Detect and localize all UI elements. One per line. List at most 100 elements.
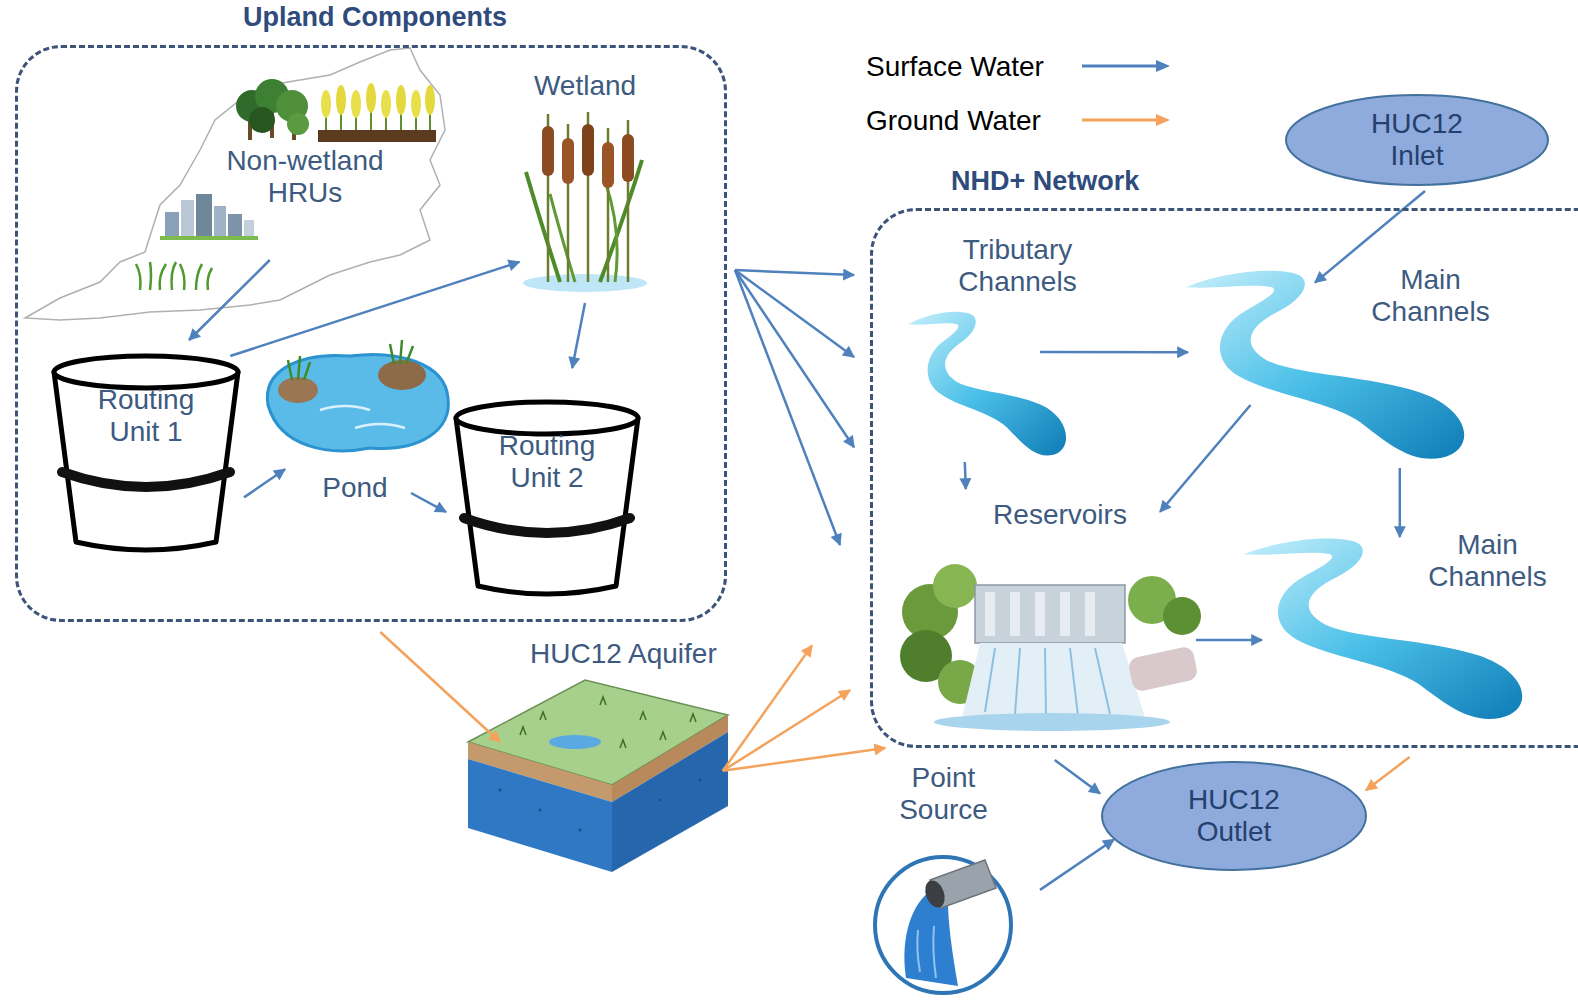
grass-icon xyxy=(172,262,177,290)
aquifer-icon xyxy=(539,809,542,812)
dam-icon xyxy=(900,564,1201,731)
legend-sample-lines xyxy=(1082,119,1158,122)
city-icon xyxy=(160,194,258,240)
crop-icon xyxy=(336,85,346,115)
surface-water-arrow xyxy=(735,270,840,545)
crop-icon xyxy=(366,83,376,113)
point-source-icon xyxy=(922,878,948,910)
pond-icon xyxy=(320,406,370,410)
legend-sample-lines xyxy=(1156,114,1170,126)
wetland-icon xyxy=(562,138,574,184)
crop-icon xyxy=(318,83,436,142)
ellipse-outline xyxy=(1284,93,1550,187)
wetland-icon xyxy=(526,172,560,282)
channel-label: Tributary Channels xyxy=(900,232,1080,460)
dam-icon xyxy=(1060,592,1070,636)
crop-icon xyxy=(318,130,436,142)
routing-bucket: Routing Unit 2 xyxy=(450,398,644,598)
bucket-handle xyxy=(464,518,630,533)
routing-bucket: Routing Unit 1 xyxy=(48,352,244,554)
group-box: NHD+ NetworkTributary ChannelsMain Chann… xyxy=(870,208,1578,748)
node-label: Routing Unit 1 xyxy=(81,384,211,448)
city-icon xyxy=(214,206,226,238)
surface-water-arrow xyxy=(244,469,285,497)
watershed-map xyxy=(25,48,445,320)
point-source-icon xyxy=(875,857,1011,993)
node-label: Wetland xyxy=(505,70,665,102)
surface-water-arrow xyxy=(411,493,446,512)
grass-icon xyxy=(196,264,202,290)
groundwater-arrow xyxy=(723,645,812,770)
point-source-icon xyxy=(875,857,1011,993)
wetland-icon xyxy=(582,124,594,176)
surface-water-arrow xyxy=(1160,405,1250,512)
ellipse-outline xyxy=(1100,760,1368,872)
ellipse-shape xyxy=(1102,762,1366,870)
node-label: Main Channels xyxy=(1368,264,1493,328)
surface-water-arrow xyxy=(735,270,854,447)
crop-icon xyxy=(396,85,406,115)
dam-icon xyxy=(975,585,1125,643)
dam-icon xyxy=(1127,646,1199,693)
surface-water-arrow xyxy=(1055,760,1100,794)
dam-icon xyxy=(985,592,995,636)
surface-water-arrow xyxy=(1196,639,1262,642)
node-label: Main Channels xyxy=(1425,529,1550,593)
legend-label: Surface Water xyxy=(866,50,1044,84)
aquifer-icon xyxy=(468,680,728,872)
crop-icon xyxy=(351,90,361,118)
surface-water-arrow xyxy=(735,270,854,275)
wetland-label: Wetland xyxy=(505,70,665,295)
inlet-ellipse: HUC12 Inlet xyxy=(1284,93,1550,187)
legend-label: Ground Water xyxy=(866,104,1044,138)
wetland-icon xyxy=(622,134,634,182)
grass-icon xyxy=(150,262,151,290)
forest-icon xyxy=(287,113,309,135)
pond-icon xyxy=(390,340,413,364)
dam-icon xyxy=(1035,592,1045,636)
wetland-icon xyxy=(542,126,554,176)
aquifer-label: HUC12 Aquifer xyxy=(460,634,752,874)
surface-water-arrow xyxy=(572,303,585,368)
node-label: Point Source xyxy=(886,762,1001,826)
aquifer-icon xyxy=(549,735,601,749)
surface-water-arrow xyxy=(1040,351,1188,354)
dam-icon xyxy=(1163,597,1201,635)
dam-icon xyxy=(1010,592,1020,636)
point-source-label: Point Source xyxy=(868,760,1020,998)
grass-icon xyxy=(208,268,213,290)
crop-icon xyxy=(425,85,435,115)
city-icon xyxy=(160,236,258,240)
group-heading: NHD+ Network xyxy=(951,166,1139,197)
aquifer-icon xyxy=(659,799,662,802)
group-heading: Upland Components xyxy=(243,2,507,33)
node-label: HUC12 Outlet xyxy=(1169,784,1299,848)
dam-icon xyxy=(934,713,1170,731)
bucket-body xyxy=(456,418,638,594)
ellipse-shape xyxy=(1286,95,1548,185)
aquifer-icon xyxy=(520,697,696,748)
crop-icon xyxy=(321,90,331,118)
node-label: Non-wetland HRUs xyxy=(210,145,400,209)
hru-label: Non-wetland HRUs xyxy=(195,145,415,235)
groundwater-arrow xyxy=(723,748,885,771)
reservoir-label: Reservoirs xyxy=(900,495,1218,735)
aquifer-icon xyxy=(579,829,582,832)
forest-icon xyxy=(236,79,309,140)
node-label: Reservoirs xyxy=(970,499,1150,531)
bucket-body xyxy=(54,372,238,550)
surface-water-arrow xyxy=(1399,468,1402,537)
city-icon xyxy=(244,220,254,238)
city-icon xyxy=(228,214,242,238)
city-icon xyxy=(165,212,179,238)
pond-icon xyxy=(267,355,448,451)
aquifer-icon xyxy=(699,779,702,782)
group-box: Upland ComponentsNon-wetland HRUsWetland… xyxy=(15,45,727,622)
aquifer-icon xyxy=(468,759,612,872)
pond-icon xyxy=(278,377,318,403)
grass-icon xyxy=(136,264,141,290)
legend-sample-lines xyxy=(1156,60,1170,72)
city-icon xyxy=(196,194,212,238)
pond-icon xyxy=(288,356,310,380)
surface-water-arrow xyxy=(189,260,270,340)
